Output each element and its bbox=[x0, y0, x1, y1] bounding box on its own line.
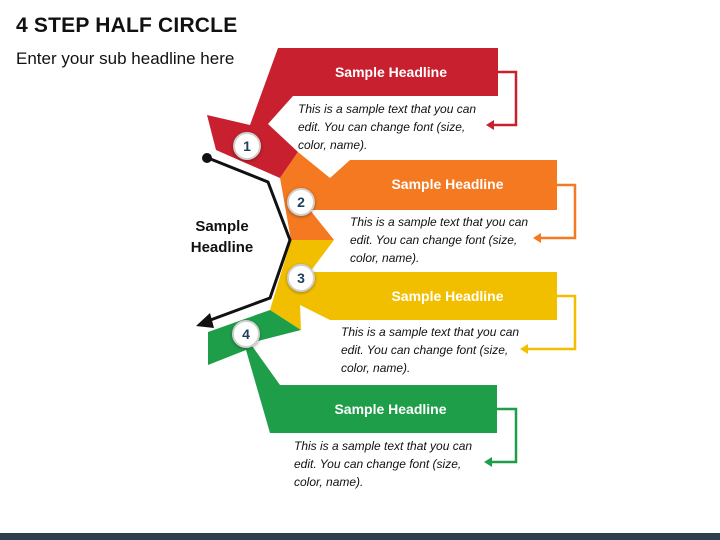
footer-bar bbox=[0, 533, 720, 540]
curved-arrow-line bbox=[204, 156, 292, 324]
step-2-arrowhead bbox=[533, 233, 541, 243]
step-3-arrowhead bbox=[520, 344, 528, 354]
step-3-headline: Sample Headline bbox=[391, 288, 504, 304]
step-1-arrowhead bbox=[486, 120, 494, 130]
step-3-text: This is a sample text that you can edit.… bbox=[341, 325, 520, 375]
step-1-shape bbox=[207, 48, 498, 178]
center-headline: Sample Headline bbox=[190, 218, 254, 256]
step-4-headline: Sample Headline bbox=[334, 401, 447, 417]
curved-arrow-head bbox=[196, 313, 214, 328]
page-subtitle: Enter your sub headline here bbox=[16, 49, 235, 68]
step-4-text: This is a sample text that you can edit.… bbox=[294, 439, 473, 489]
step-3-badge: 3 bbox=[287, 264, 315, 292]
step-4-shape bbox=[208, 310, 497, 433]
step-1-text: This is a sample text that you can edit.… bbox=[298, 102, 477, 152]
step-3-shape bbox=[270, 240, 557, 330]
step-4-badge: 4 bbox=[232, 320, 260, 348]
step-2-badge: 2 bbox=[287, 188, 315, 216]
step-2-connector bbox=[541, 183, 577, 240]
step-1-badge: 1 bbox=[233, 132, 261, 160]
step-2-shape bbox=[280, 152, 557, 240]
step-1-headline: Sample Headline bbox=[334, 64, 448, 80]
step-2-headline: Sample Headline bbox=[391, 176, 504, 192]
curved-arrow-start-dot bbox=[202, 153, 212, 163]
step-4-arrowhead bbox=[484, 457, 492, 467]
step-3-connector bbox=[528, 294, 577, 351]
step-1-connector bbox=[492, 70, 518, 127]
page-title: 4 STEP HALF CIRCLE bbox=[16, 14, 238, 37]
step-2-text: This is a sample text that you can edit.… bbox=[350, 215, 529, 265]
step-4-connector bbox=[492, 407, 518, 464]
